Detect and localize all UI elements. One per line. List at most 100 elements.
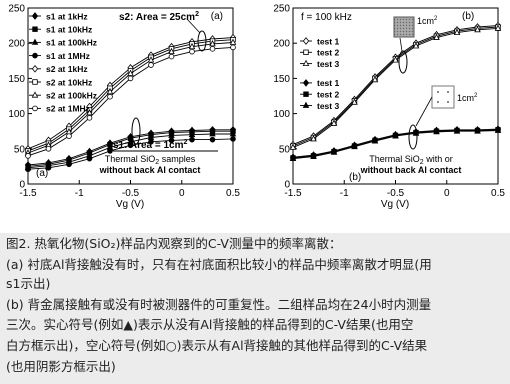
panel-b-legend-marker <box>303 91 309 97</box>
panel-b-x-tick-label: 0.5 <box>491 188 505 199</box>
panel-b-legend-marker <box>302 101 310 108</box>
panel-b-x-tick-label: -1 <box>340 188 349 199</box>
panel-a-legend-label: s1 at 1MHz <box>46 51 90 61</box>
panel-a-legend-label: s1 at 100kHz <box>46 38 97 48</box>
panel-b-blank-sample-box <box>431 85 455 109</box>
panel-b-y-tick-label: 200 <box>273 39 290 50</box>
panel-a-data-point <box>168 131 175 138</box>
panel-b-note-line2: without back Al contact <box>360 165 462 175</box>
caption-line-4: (b) 背金属接触有或没有时被测器件的可重复性。二组样品均在24小时内测量 <box>6 297 432 312</box>
panel-a-legend-marker <box>31 91 39 98</box>
panel-b-data-point <box>494 24 502 31</box>
panel-a-data-point <box>45 146 52 152</box>
panel-a-data-point <box>147 56 155 63</box>
panel-a-legend-marker <box>32 79 38 85</box>
panel-b-data-point <box>310 135 317 142</box>
panel-a-data-point <box>107 93 113 100</box>
panel-b-note-line1: Thermal SiO2 with or <box>369 154 452 166</box>
panel-b-filled-group-ellipse <box>408 124 418 150</box>
panel-b-data-point <box>371 75 379 83</box>
panel-a-y-tick-label: 100 <box>8 109 25 120</box>
panel-b-data-point <box>433 128 440 135</box>
panel-a-data-point <box>229 130 237 137</box>
panel-a-data-point <box>66 161 72 168</box>
panel-b-data-point <box>330 148 338 155</box>
panel-b-y-tick-label: 100 <box>273 109 290 120</box>
panel-b-x-axis-label: Vg (V) <box>381 199 409 210</box>
panel-b-data-point <box>453 28 461 36</box>
panel-a-data-point <box>107 148 113 154</box>
panel-a-legend-label: s2 at 1kHz <box>46 64 88 74</box>
panel-a-x-tick-label: -0.5 <box>122 188 140 199</box>
panel-a-area1-label: s1: Area = 1cm2 <box>113 139 188 151</box>
panel-a-data-point <box>66 133 72 139</box>
panel-b-data-point <box>289 154 297 162</box>
caption-line-1: 图2. 热氧化物(SiO₂)样品内观察到的C-V测量中的频率离散： <box>6 236 342 251</box>
panel-a-data-point <box>209 130 216 137</box>
panel-a-x-tick-label: 0.5 <box>226 188 240 199</box>
panel-a-data-point <box>148 138 154 145</box>
panel-b: (b) (b) f = 100 kHz 1cm2 1cm2 Thermal Si… <box>292 7 499 210</box>
panel-b-x-tick-label: 0 <box>444 188 450 199</box>
panel-b-y-tick-label: 0 <box>284 180 290 191</box>
panel-b-data-point <box>289 143 297 150</box>
panel-b-open-pointer <box>399 37 403 52</box>
panel-a-data-point <box>188 42 196 50</box>
panel-b-legend-label: test 1 <box>317 78 339 88</box>
caption-line-2: (a) 衬底Al背接触没有时，只有在衬底面积比较小的样品中频率离散才明显(用 <box>6 257 432 272</box>
panel-b-y-tick-label: 50 <box>279 144 291 155</box>
panel-b-open-group-ellipse <box>398 50 408 74</box>
chart-marks: 0 50 100 150 200 250 -1.5 -1 -0.5 0 0.5 s1 at 1kHz s… <box>8 4 505 200</box>
panel-a-y-tick-label: 250 <box>8 4 25 15</box>
panel-b-data-point <box>351 142 358 150</box>
panel-a-data-point <box>230 44 236 51</box>
panel-a-legend-label: s1 at 1kHz <box>46 11 88 21</box>
panel-a-data-point <box>25 166 31 173</box>
panel-b-frequency-label: f = 100 kHz <box>301 12 352 23</box>
panel-a-legend-label: s2 at 100kHz <box>46 91 97 101</box>
panel-a-data-point <box>168 137 175 144</box>
panel-a-legend-label: s2 at 1MHz <box>46 104 90 114</box>
panel-a-data-point <box>86 155 93 162</box>
panel-a-data-point <box>45 165 52 171</box>
panel-a-legend-marker <box>31 38 39 45</box>
panel-b-data-point <box>392 56 399 63</box>
panel-a-data-point <box>25 153 31 159</box>
panel-b-data-point <box>474 25 481 33</box>
panel-b-corner-label: (b) <box>462 11 474 22</box>
panel-b-legend-marker <box>302 37 310 45</box>
panel-a-data-point <box>189 136 195 143</box>
panel-b-filled-pointer <box>415 96 433 127</box>
panel-a-legend-marker <box>31 12 39 20</box>
panel-b-legend-label: test 3 <box>317 59 339 69</box>
panel-b-data-point <box>412 129 420 136</box>
panel-a-s2-pointer <box>186 18 201 34</box>
panel-b-y-tick-label: 250 <box>273 4 290 15</box>
panel-a-data-point <box>209 46 216 52</box>
panel-a-x-tick-label: -1 <box>75 188 84 199</box>
caption-line-6: 白方框示出)，空心符号(例如○)表示从有Al背接触的其他样品得到的C-V结果 <box>6 338 428 353</box>
panel-b-y-tick-label: 150 <box>273 74 290 85</box>
panel-a-data-point <box>127 69 134 76</box>
panel-b-data-point <box>351 98 358 105</box>
panel-a-data-point <box>209 40 216 47</box>
panel-b-data-point <box>494 126 502 133</box>
panel-b-label: (b) <box>349 172 361 183</box>
panel-b-legend-marker <box>303 49 309 55</box>
panel-a-data-point <box>230 136 236 142</box>
panel-a-data-point <box>127 142 134 149</box>
panel-a-legend-marker <box>32 52 38 59</box>
panel-a-data-point <box>86 109 93 116</box>
panel-a-x-tick-label: -1.5 <box>19 188 37 199</box>
panel-b-data-point <box>310 152 317 159</box>
panel-a-data-point <box>86 115 93 121</box>
panel-a-data-point <box>127 75 134 82</box>
caption-line-5: 三次。实心符号(例如▲)表示从没有Al背接触的样品得到的C-V结果(也用空 <box>6 317 414 332</box>
panel-b-data-point <box>474 127 481 134</box>
panel-b-data-point <box>453 127 461 134</box>
panel-b-blank-box-dots <box>437 91 449 103</box>
panel-a-data-point <box>189 48 195 55</box>
caption-line-7: (也用阴影方框示出) <box>6 359 116 374</box>
panel-a-y-tick-label: 150 <box>8 74 25 85</box>
panel-a-legend-marker <box>31 64 39 73</box>
